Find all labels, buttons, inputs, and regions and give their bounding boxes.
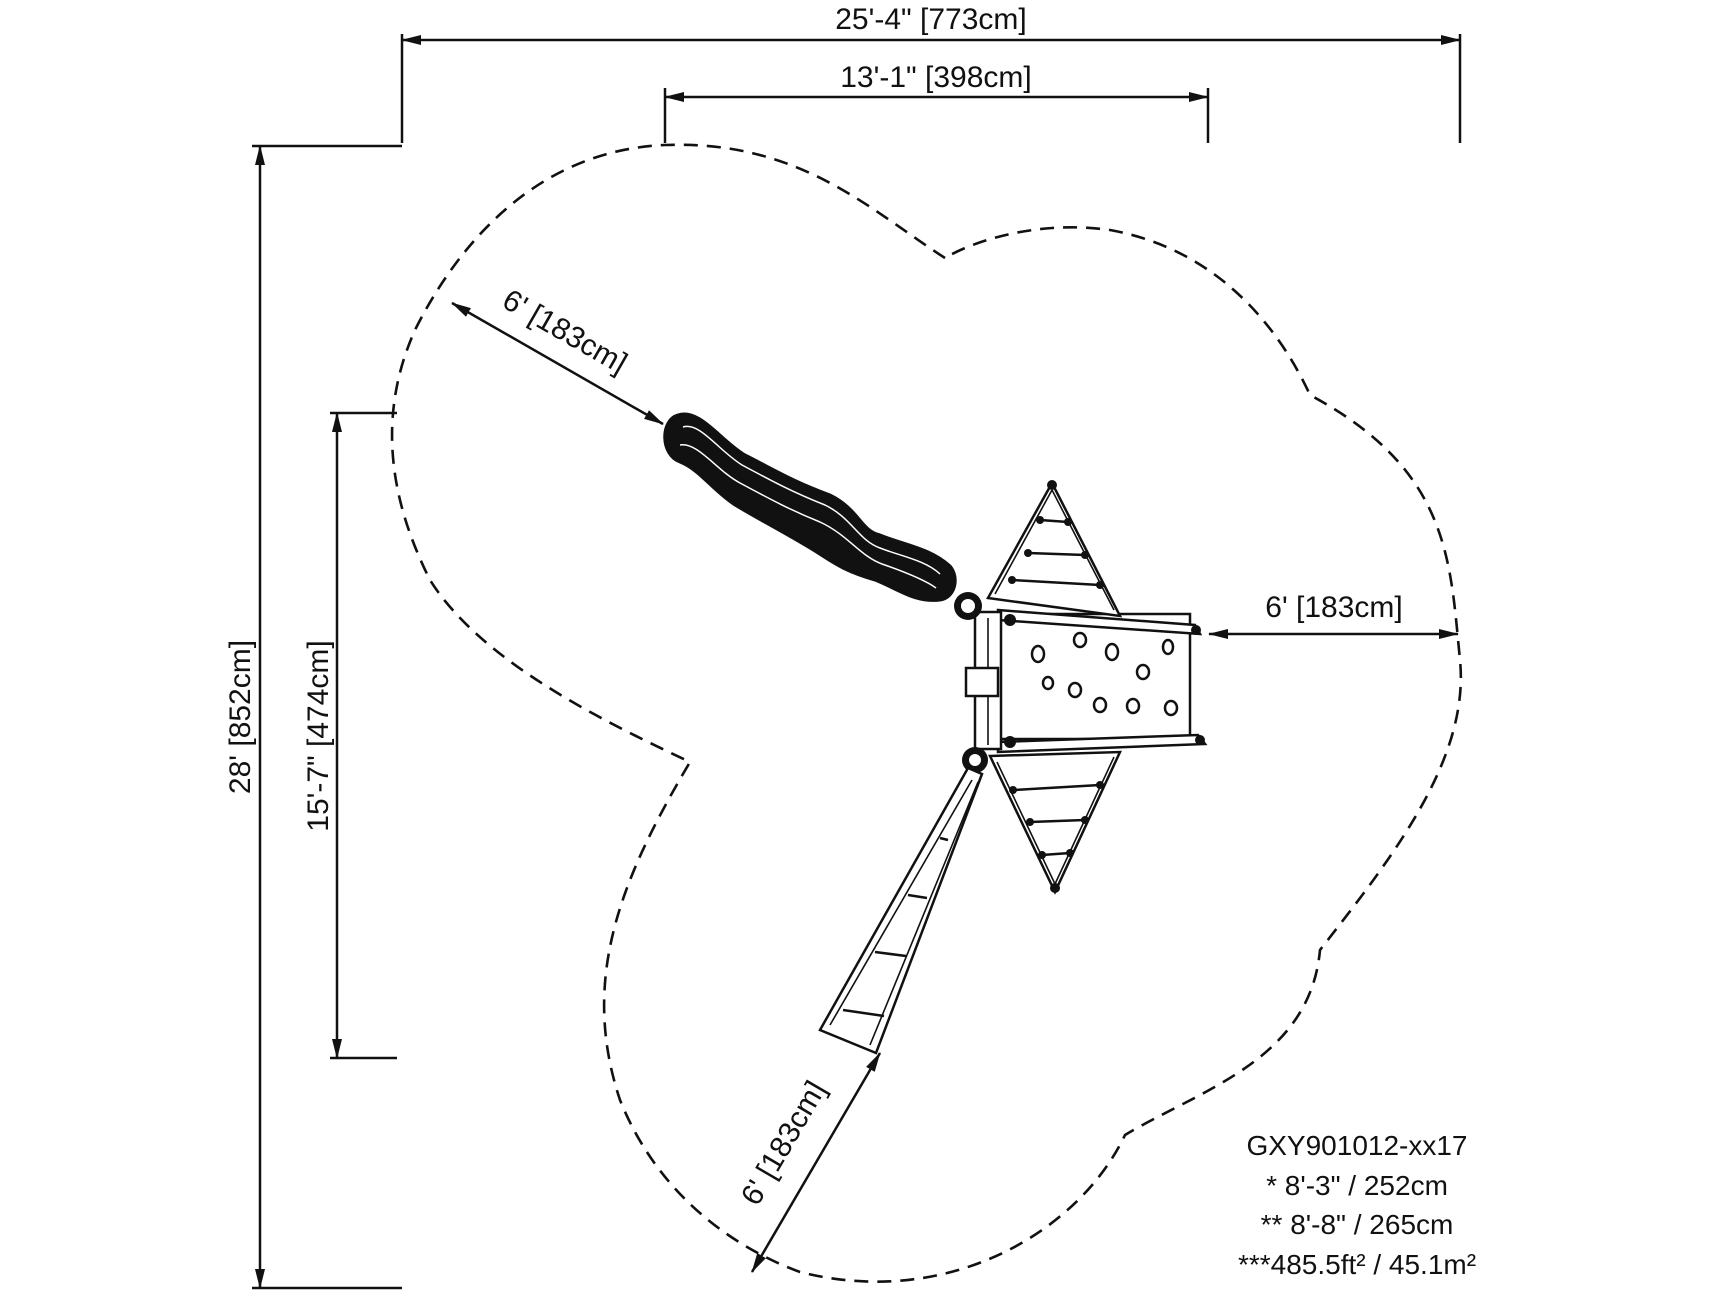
overall-depth-dimension: 28' [852cm] (224, 144, 402, 1290)
ladder-clearance-dimension: 6' [183cm] (735, 1052, 882, 1273)
info-line-1: * 8'-3" / 252cm (1266, 1170, 1448, 1201)
climbing-holds (1030, 631, 1179, 717)
side-clearance-label: 6' [183cm] (1265, 591, 1402, 624)
access-ladder (818, 766, 984, 1055)
tower-platform (954, 592, 1208, 773)
frame-bracket (964, 666, 1000, 698)
ladder-clearance-label: 6' [183cm] (735, 1076, 833, 1211)
climbing-wall-panel (996, 612, 1192, 741)
product-info-block: GXY901012-xx17 * 8'-3" / 252cm ** 8'-8" … (1238, 1130, 1476, 1280)
inner-width-dimension: 13'-1" [398cm] (663, 61, 1210, 143)
wavy-slide (663, 412, 957, 602)
slide-clearance-dimension: 6' [183cm] (451, 283, 664, 426)
overall-width-label: 25'-4" [773cm] (835, 3, 1026, 36)
overall-depth-label: 28' [852cm] (224, 640, 257, 794)
upper-net-ladder (986, 480, 1123, 618)
side-clearance-dimension: 6' [183cm] (1208, 591, 1459, 639)
slide-clearance-label: 6' [183cm] (497, 283, 633, 380)
inner-depth-label: 15'-7" [474cm] (302, 640, 335, 831)
inner-width-label: 13'-1" [398cm] (840, 61, 1031, 94)
overall-width-dimension: 25'-4" [773cm] (400, 3, 1462, 143)
lower-net-ladder (988, 750, 1122, 895)
info-line-2: ** 8'-8" / 265cm (1261, 1209, 1454, 1240)
inner-depth-dimension: 15'-7" [474cm] (302, 411, 397, 1060)
model-number: GXY901012-xx17 (1246, 1130, 1467, 1161)
info-line-3: ***485.5ft² / 45.1m² (1238, 1249, 1476, 1280)
